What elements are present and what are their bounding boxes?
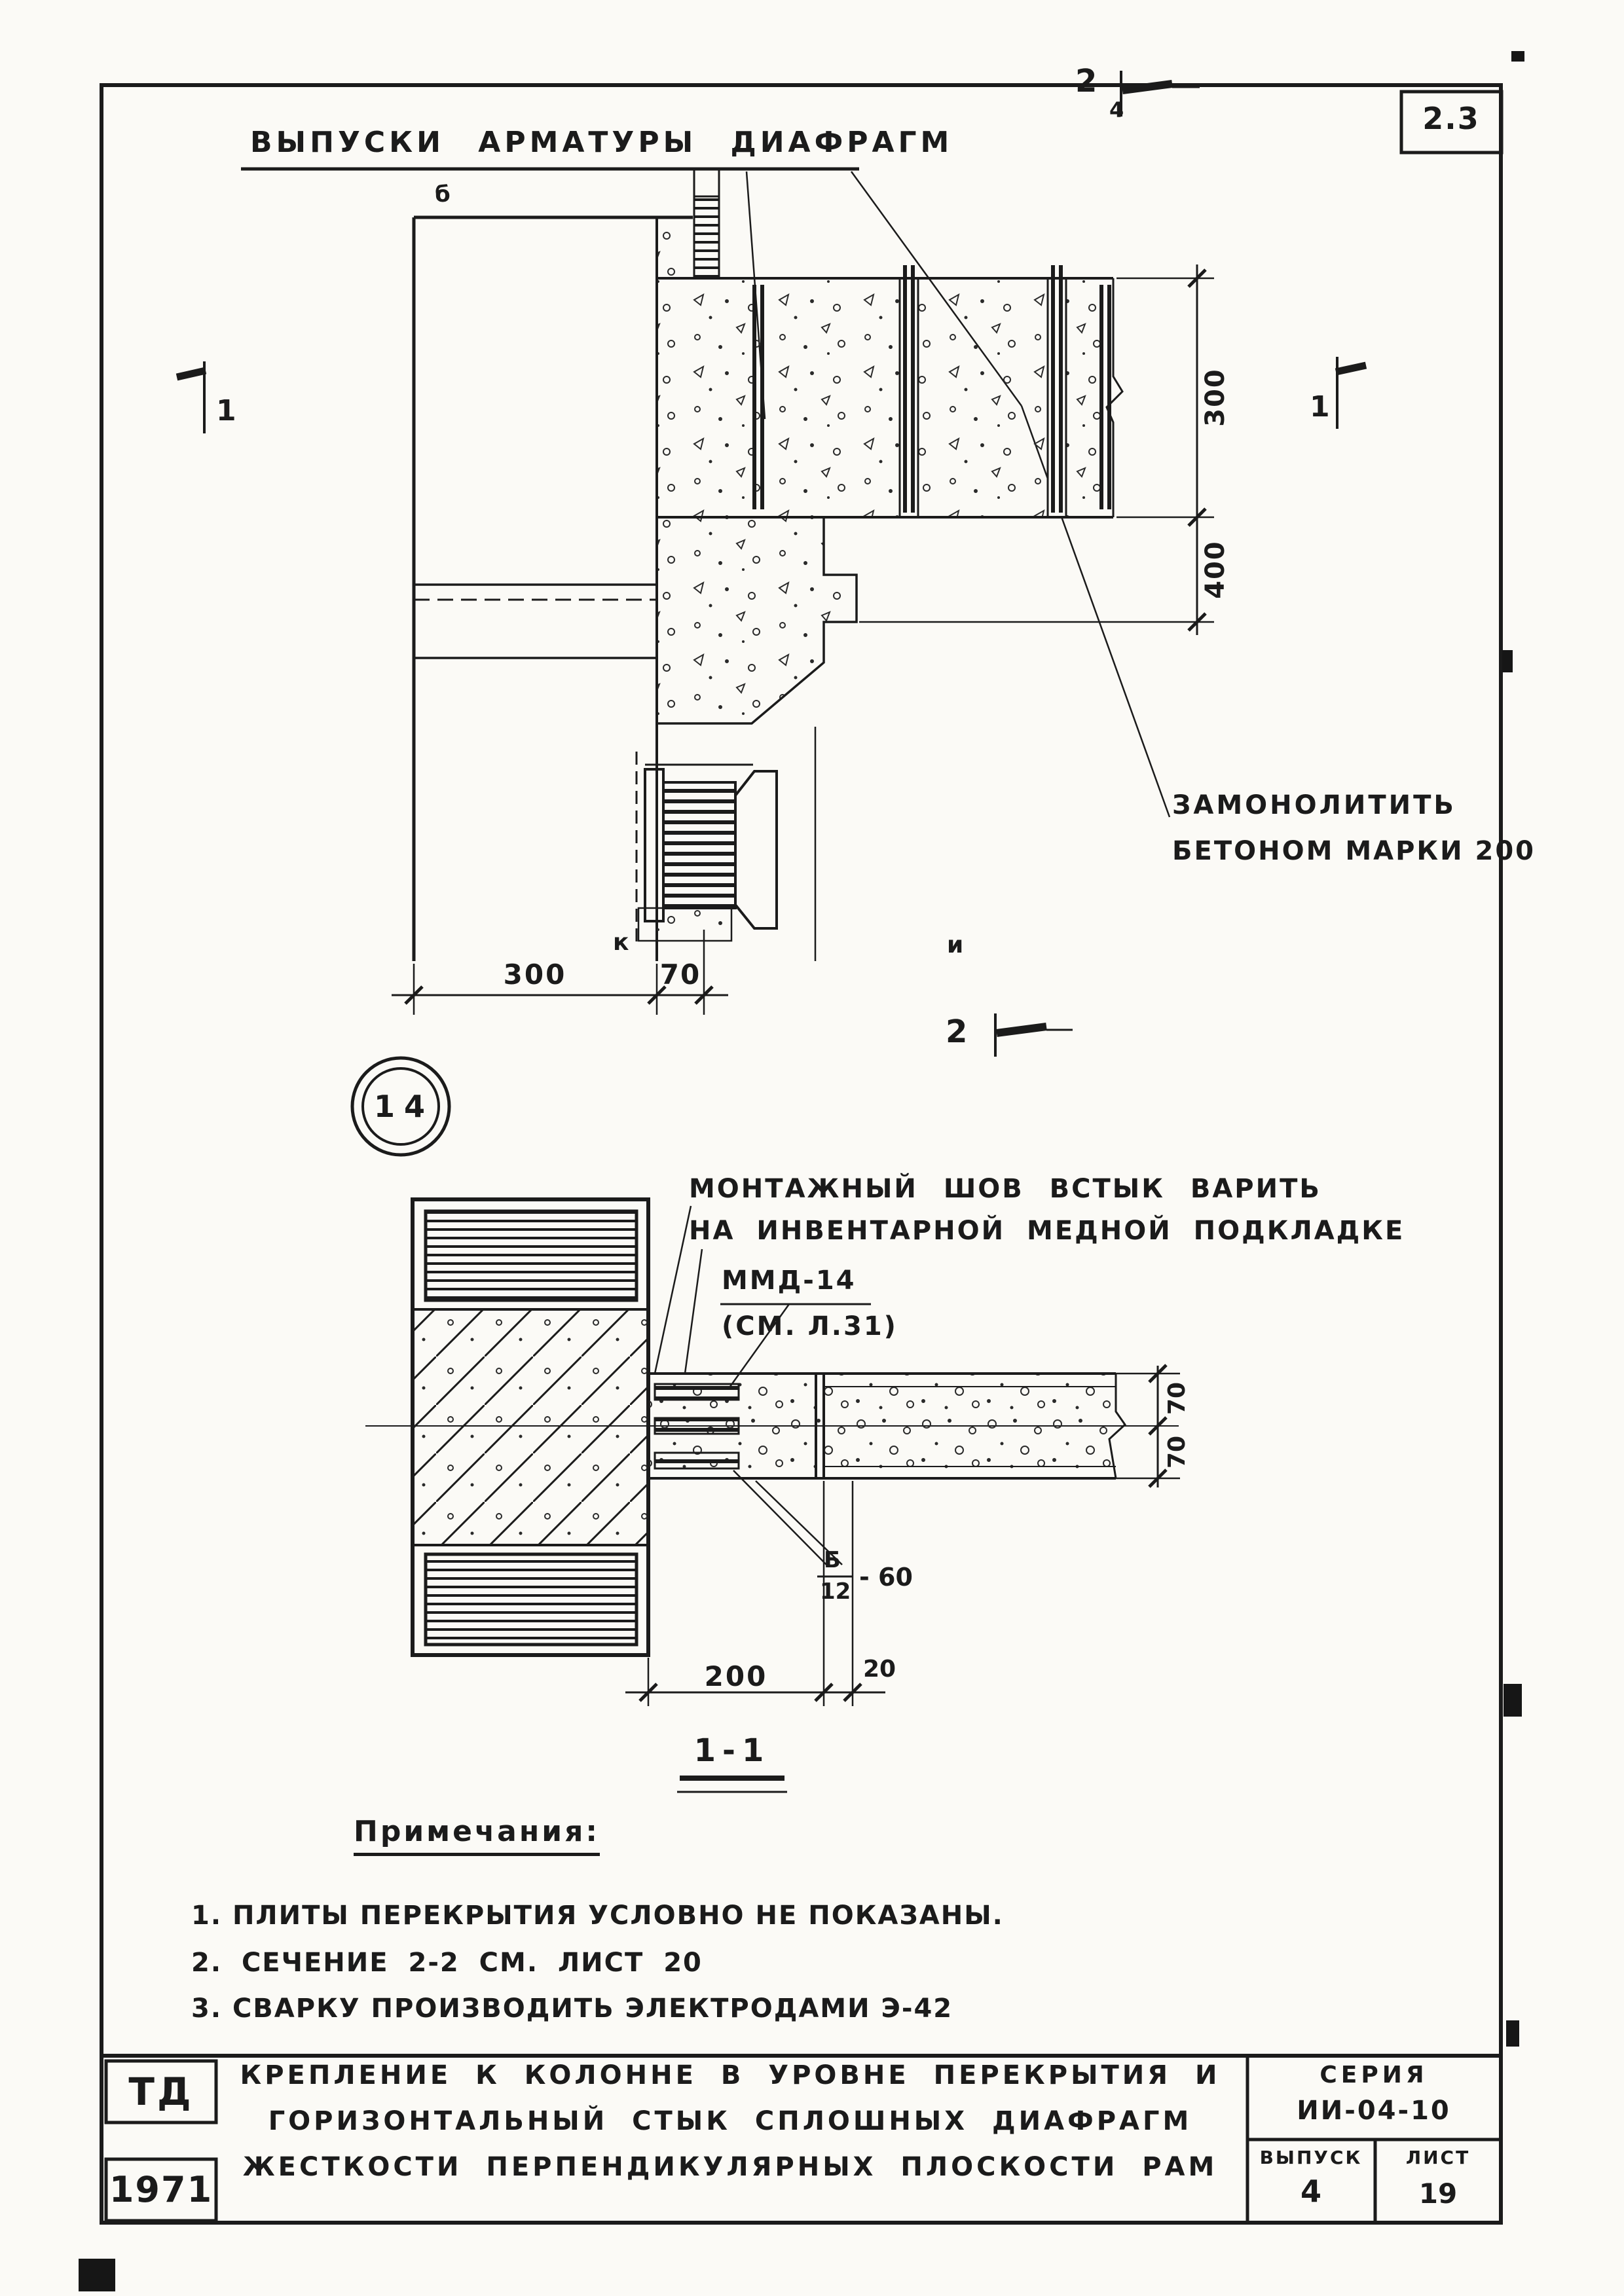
stray-mark: 4 xyxy=(1109,98,1124,122)
weld-mark-suffix: - 60 xyxy=(859,1563,913,1592)
dim-wall-thickness-top: 70 xyxy=(1164,1381,1190,1415)
titleblock-line1: КРЕПЛЕНИЕ К КОЛОННЕ В УРОВНЕ ПЕРЕКРЫТИЯ … xyxy=(240,2060,1221,2090)
break-line xyxy=(1105,278,1124,517)
weld-plate-hatch xyxy=(662,781,737,909)
titleblock-org: ТД xyxy=(128,2069,194,2114)
dim-joint-width: 200 xyxy=(704,1660,768,1692)
dimensions-thickness xyxy=(1116,1364,1180,1488)
titleblock-issue-label: ВЫПУСК xyxy=(1259,2147,1363,2168)
weld-mark-denominator: 12 xyxy=(820,1578,851,1605)
grout-note-line2: БЕТОНОМ МАРКИ 200 xyxy=(1172,836,1536,866)
upper-panel-concrete xyxy=(658,280,1113,516)
dim-column-width: 300 xyxy=(503,958,567,991)
dim-panel-height: 300 xyxy=(1200,368,1230,427)
dimensions-joint xyxy=(625,1481,885,1706)
column-flange-bottom xyxy=(424,1552,638,1647)
rebar-outlets xyxy=(752,265,1111,513)
dim-gap-width: 70 xyxy=(659,958,701,991)
splice-bar xyxy=(654,1451,740,1470)
callout-line4: (СМ. Л.31) xyxy=(722,1311,898,1341)
titleblock-sheet-value: 19 xyxy=(1418,2178,1458,2210)
dim-wall-thickness-bottom: 70 xyxy=(1164,1435,1190,1469)
cast-concrete-step xyxy=(655,516,858,725)
note-item: 1. ПЛИТЫ ПЕРЕКРЫТИЯ УСЛОВНО НЕ ПОКАЗАНЫ. xyxy=(191,1901,1004,1931)
sheet-number: 2.3 xyxy=(1422,101,1480,136)
callout-leaders xyxy=(654,1205,871,1390)
dimensions-bottom xyxy=(392,930,728,1015)
sheet-frame xyxy=(100,83,1504,2225)
titleblock-series-value: ИИ-04-10 xyxy=(1297,2096,1451,2126)
section-cut-label-bottom: 2 xyxy=(946,1013,968,1050)
callout-line3: ММД-14 xyxy=(722,1266,857,1296)
section-view-label-left: 1 xyxy=(216,394,236,428)
sheet-number-box xyxy=(1399,90,1504,155)
note-item: 2. СЕЧЕНИЕ 2-2 СМ. ЛИСТ 20 xyxy=(191,1948,703,1978)
titleblock-sheet-label: ЛИСТ xyxy=(1405,2147,1471,2168)
detail-bubble-circle xyxy=(350,1056,451,1157)
column-core-hatch xyxy=(411,1308,650,1546)
stray-mark: к xyxy=(613,929,629,956)
callout-line2: НА ИНВЕНТАРНОЙ МЕДНОЙ ПОДКЛАДКЕ xyxy=(689,1216,1405,1246)
wall-concrete xyxy=(825,1375,1115,1477)
dimensions-right xyxy=(859,264,1214,635)
titleblock-line3: ЖЕСТКОСТИ ПЕРПЕНДИКУЛЯРНЫХ ПЛОСКОСТИ РАМ xyxy=(242,2152,1218,2182)
section-title: 1-1 xyxy=(693,1732,771,1769)
break-line xyxy=(1108,1374,1126,1479)
notes-title: Примечания: xyxy=(354,1817,600,1856)
titleblock-year: 1971 xyxy=(109,2169,213,2210)
titleblock-series-label: СЕРИЯ xyxy=(1320,2062,1428,2088)
splice-bar xyxy=(654,1417,740,1435)
dim-offset: 20 xyxy=(863,1656,896,1683)
section-markers xyxy=(175,71,1367,1057)
weld-mark-numerator: Б xyxy=(824,1547,841,1573)
callout-line1: МОНТАЖНЫЙ ШОВ ВСТЫК ВАРИТЬ xyxy=(689,1174,1321,1204)
section-view-label-right: 1 xyxy=(1310,390,1330,424)
note-item: 3. СВАРКУ ПРОИЗВОДИТЬ ЭЛЕКТРОДАМИ Э-42 xyxy=(191,1994,953,2024)
dim-joint-height: 400 xyxy=(1200,540,1230,599)
scan-artifacts xyxy=(79,51,1524,2291)
splice-bar xyxy=(654,1383,740,1401)
stray-mark: и xyxy=(947,932,964,958)
plan-drawing xyxy=(365,1197,1180,1793)
column-flange-top xyxy=(424,1209,638,1302)
elevation-drawing xyxy=(175,71,1367,1157)
drawing1-title: ВЫПУСКИ АРМАТУРЫ ДИАФРАГМ xyxy=(250,126,953,159)
detail-bubble-number: 14 xyxy=(373,1089,435,1124)
titleblock-issue-value: 4 xyxy=(1300,2174,1322,2209)
bracket-assembly xyxy=(635,752,778,942)
shear-key-hatch xyxy=(693,195,720,280)
titleblock-line2: ГОРИЗОНТАЛЬНЫЙ СТЫК СПЛОШНЫХ ДИАФРАГМ xyxy=(268,2106,1192,2136)
grout-note-line1: ЗАМОНОЛИТИТЬ xyxy=(1172,790,1456,820)
title-block-grid xyxy=(101,2054,1501,2223)
section-cut-label-top: 2 xyxy=(1075,63,1098,100)
stray-mark: б xyxy=(435,181,451,208)
